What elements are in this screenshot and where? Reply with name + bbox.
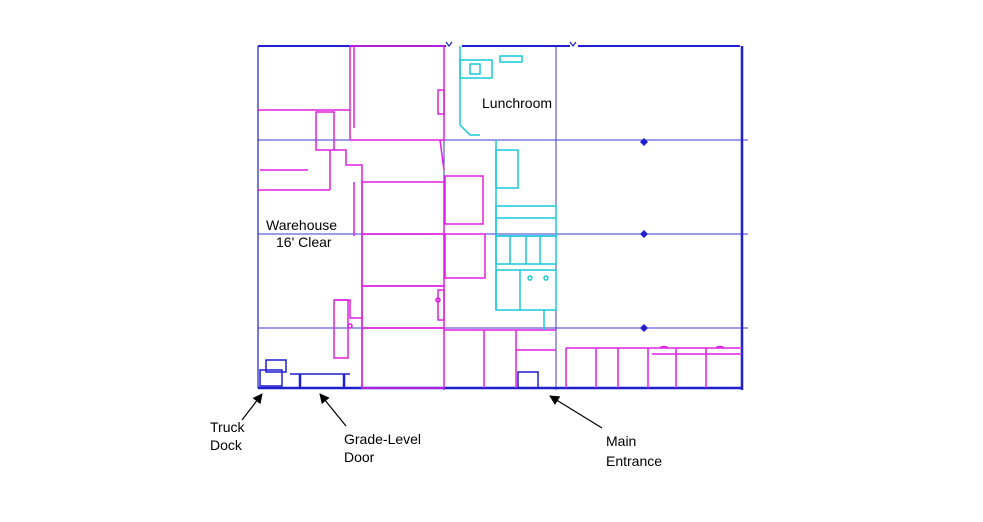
truck-dock-label-line2: Dock — [210, 437, 243, 453]
front-offices — [565, 345, 742, 388]
grade-door-arrow — [319, 393, 347, 427]
main-entrance-arrow — [549, 395, 603, 429]
truck-dock-label-line1: Truck — [210, 419, 245, 435]
grade-door-label-line1: Grade-Level — [344, 431, 421, 447]
main-entrance-label-line1: Main — [606, 433, 636, 449]
callout-arrows — [241, 393, 603, 429]
dock-area — [259, 359, 539, 389]
grade-door-label-line2: Door — [344, 449, 375, 465]
cyan-partitions — [459, 46, 557, 330]
main-entrance-label-line2: Entrance — [606, 453, 662, 469]
truck-dock-arrow — [241, 393, 263, 421]
warehouse-clear-height: 16' Clear — [276, 234, 332, 250]
magenta-partitions — [258, 45, 556, 389]
lunchroom-label: Lunchroom — [482, 95, 552, 111]
columns — [640, 138, 648, 332]
warehouse-label: Warehouse — [266, 217, 337, 233]
